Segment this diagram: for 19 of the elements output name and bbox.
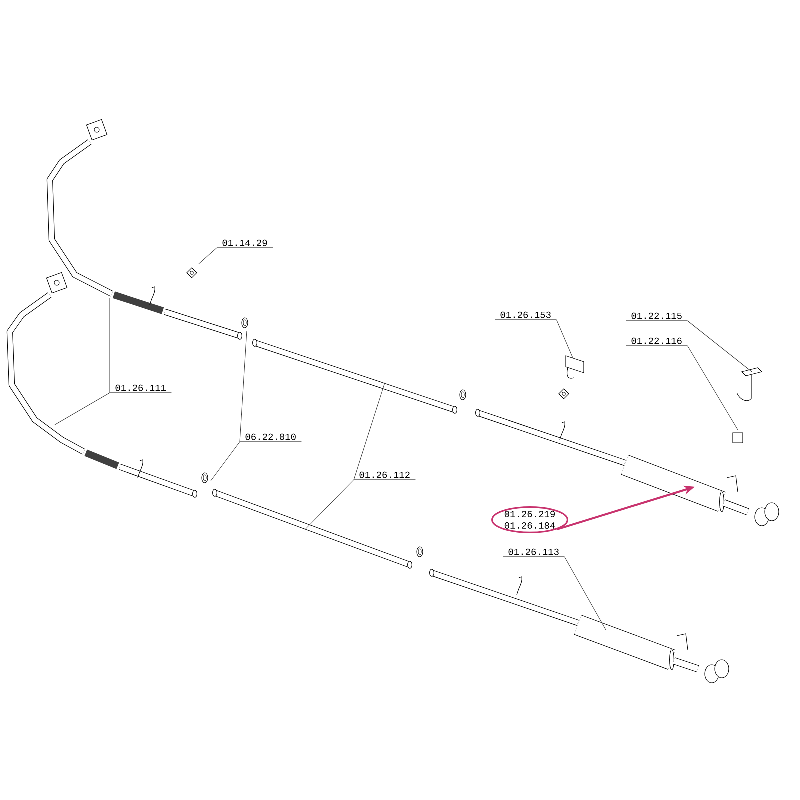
leader-line (556, 320, 574, 358)
part-number: 01.26.153 (494, 312, 558, 320)
part-number: 01.26.113 (502, 548, 566, 558)
part-number: 01.22.115 (626, 312, 688, 322)
part-number: 01.26.112 (354, 472, 416, 480)
leader-line (354, 382, 386, 480)
leader-line (687, 320, 752, 372)
leader-line (687, 346, 738, 430)
leader-line (54, 392, 110, 426)
leader-line (198, 248, 218, 264)
circled-part-numbers: 01.26.219 01.26.184 (492, 506, 568, 534)
leader-line (240, 330, 248, 442)
leader-line (564, 556, 606, 630)
leader-line (304, 480, 354, 530)
part-number: 01.14.29 (216, 240, 274, 248)
part-number: 06.22.010 (240, 434, 302, 442)
part-number: 01.26.111 (110, 384, 172, 394)
leader-line (210, 442, 240, 482)
part-number: 01.22.116 (626, 338, 688, 346)
